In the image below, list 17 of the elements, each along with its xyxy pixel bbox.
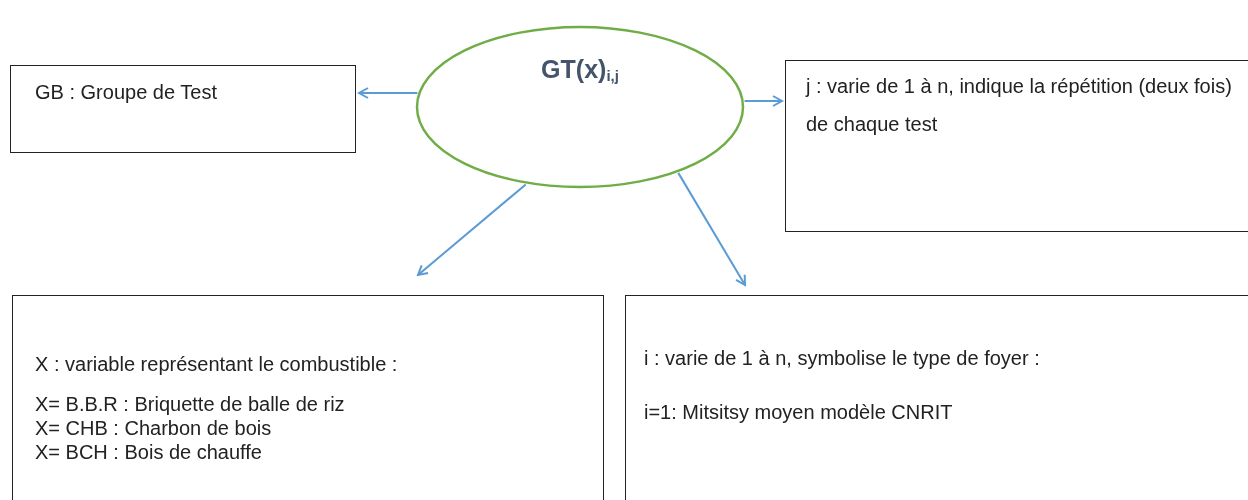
arrow: [358, 87, 419, 99]
definition-box: [10, 65, 356, 153]
formula-label: GT(x)$_{i,j}$: [541, 55, 619, 84]
definition-text: j : varie de 1 à n, indique la répétition (deux fois) de chaque test: [806, 74, 1233, 137]
definition-box: [12, 295, 604, 500]
definition-text: X= CHB : Charbon de bois: [35, 416, 273, 440]
definition-text: i=1: Mitsitsy moyen modèle CNRIT: [644, 400, 954, 424]
arrow: [743, 95, 783, 107]
arrow: [417, 183, 527, 276]
definition-text: X= B.B.R : Briquette de balle de riz: [35, 392, 346, 416]
arrow: [677, 171, 746, 286]
definition-box: [785, 60, 1248, 232]
definition-text: GB : Groupe de Test: [35, 80, 218, 105]
definition-text: X : variable représentant le combustible :: [35, 352, 399, 376]
definition-text: X= BCH : Bois de chauffe: [35, 440, 263, 464]
definition-box: [625, 295, 1248, 500]
definition-text: i : varie de 1 à n, symbolise le type de foyer :: [644, 346, 1041, 370]
